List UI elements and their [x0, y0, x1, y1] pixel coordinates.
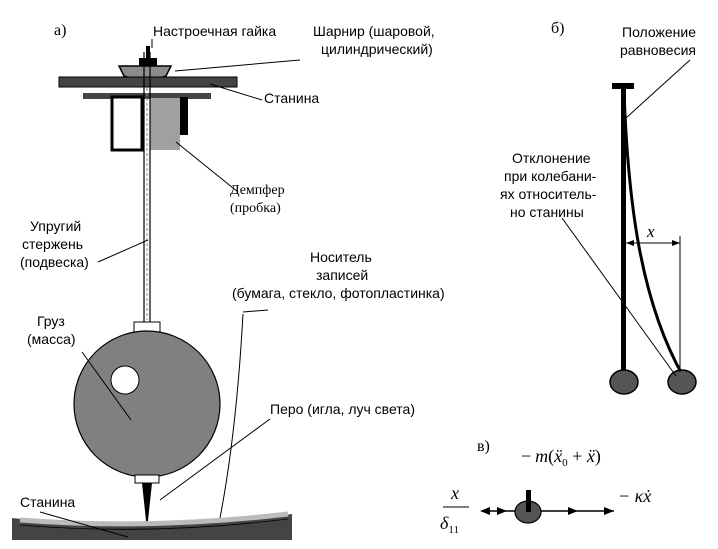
- carrier-label-3: (бумага, стекло, фотопластинка): [232, 285, 445, 301]
- hinge-label-1: Шарнир (шаровой,: [313, 23, 435, 39]
- equilibrium-label-2: равновесия: [620, 42, 696, 58]
- pen-label: Перо (игла, луч света): [270, 401, 415, 417]
- rod-label-1: Упругий: [30, 218, 81, 234]
- elastic-force-denominator: δ11: [440, 513, 459, 536]
- x-dimension-label: x: [646, 222, 655, 241]
- rod-label-3: (подвеска): [20, 254, 89, 270]
- inertia-force-formula: −m(ẍ0 + ẍ): [521, 446, 601, 469]
- rod-clamp: [612, 83, 634, 89]
- damper-label-1: Демпфер: [230, 183, 285, 198]
- straight-rod: [621, 89, 626, 375]
- damping-force-formula: − κẋ: [618, 486, 651, 506]
- panel-label-v: в): [477, 438, 490, 455]
- rod-label-2: стержень: [22, 236, 83, 252]
- mass-label-1: Груз: [37, 313, 65, 329]
- leader-lines-b: [561, 59, 691, 377]
- frame-bottom-label: Станина: [20, 494, 75, 510]
- carrier-label-2: записей: [316, 267, 368, 283]
- deflection-label-2: при колебани-: [504, 168, 597, 184]
- mass-hole: [110, 365, 140, 395]
- deflection-label-1: Отклонение: [512, 150, 591, 166]
- adjust-screw: [146, 46, 150, 60]
- dimension-arrowhead-right: [672, 240, 680, 246]
- mass-sphere: [73, 330, 221, 478]
- clamp-box: [110, 95, 144, 152]
- mass-deflected: [667, 369, 697, 395]
- damper-holder: [180, 97, 188, 135]
- equilibrium-label-1: Положение: [622, 24, 696, 40]
- panel-b-deflection: б) Положение равновесия x Отклонение при…: [500, 20, 697, 395]
- axis-tick-arrow-left: [497, 507, 507, 515]
- mass-label-2: (масса): [27, 331, 76, 347]
- mass-equilibrium: [609, 369, 639, 395]
- panel-a-device: а): [12, 22, 445, 540]
- carrier-sheet-edge: [19, 518, 289, 530]
- mass-bottom-collar: [134, 474, 160, 484]
- axis-tick-arrow-right: [568, 507, 578, 515]
- damper-label-2: (пробка): [230, 201, 281, 216]
- axis-arrow-left: [480, 507, 490, 515]
- axis-arrow-right: [604, 507, 614, 515]
- frame-top-label: Станина: [264, 90, 319, 106]
- panel-v-forces: в) −m(ẍ0 + ẍ) x δ11 − κẋ: [440, 438, 651, 536]
- carrier-edge: [217, 313, 244, 529]
- carrier-label-1: Носитель: [310, 249, 372, 265]
- deflected-rod: [622, 91, 685, 377]
- panel-label-b: б): [551, 20, 564, 37]
- carrier-sheet: [19, 511, 289, 527]
- panel-label-a: а): [54, 22, 66, 39]
- bottom-frame-base: [12, 514, 292, 540]
- adjust-nut-label: Настроечная гайка: [153, 23, 276, 39]
- leader-lines-a: [39, 39, 301, 538]
- deflection-label-3: ях относитель-: [500, 186, 597, 202]
- hinge-label-2: цилиндрический): [321, 41, 433, 57]
- damper-block: [150, 98, 180, 150]
- adjust-nut: [139, 58, 157, 66]
- top-frame-plate: [58, 76, 238, 88]
- pen-tip: [142, 483, 152, 530]
- deflection-label-4: но станины: [510, 204, 584, 220]
- elastic-force-numerator: x: [450, 483, 459, 503]
- force-mass-rod: [526, 490, 531, 512]
- dimension-arrowhead-left: [626, 240, 634, 246]
